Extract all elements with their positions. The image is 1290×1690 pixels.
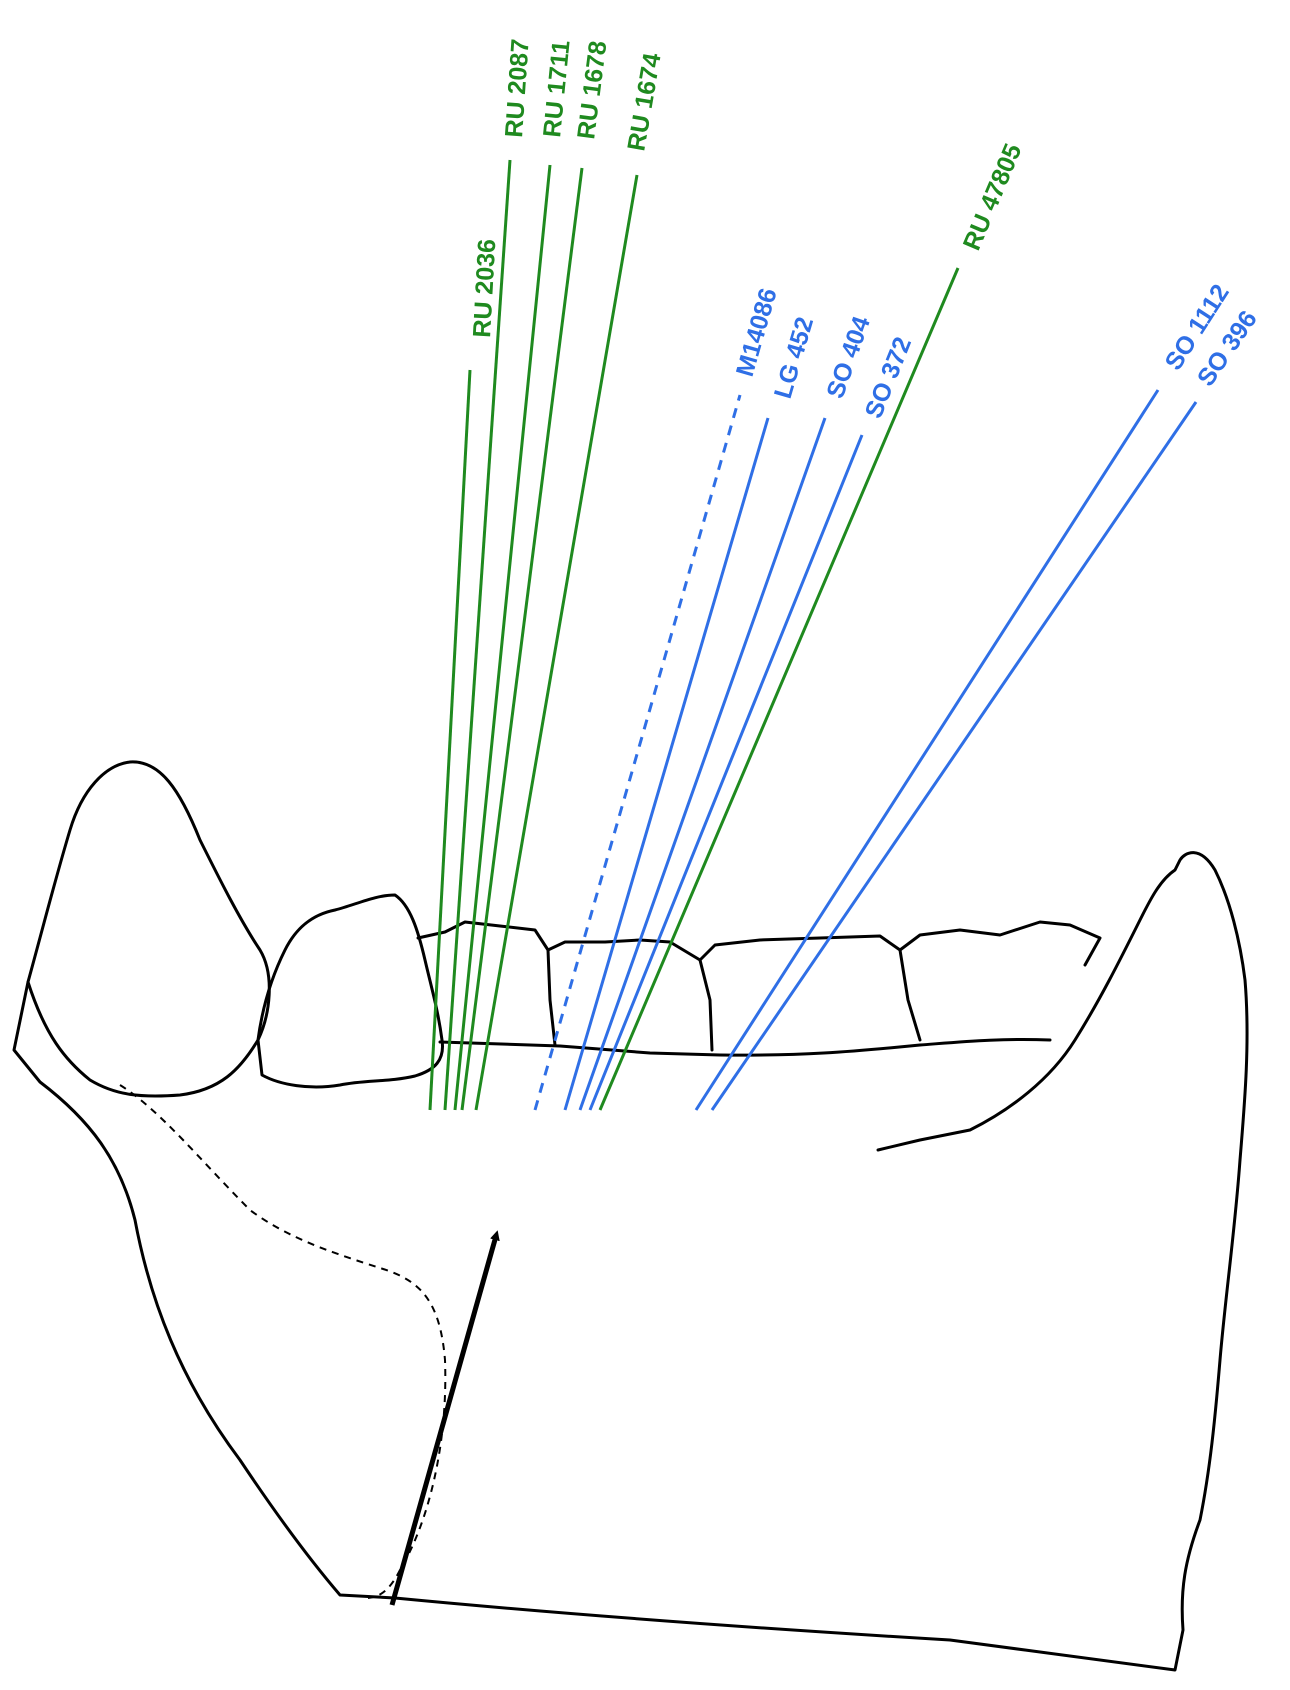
specimen-label-ru-47805: RU 47805 bbox=[958, 140, 1028, 255]
specimen-label-so-404: SO 404 bbox=[821, 313, 876, 402]
specimen-line-so-404 bbox=[580, 418, 825, 1110]
mandible-outline bbox=[14, 853, 1247, 1670]
specimen-label-ru-1674: RU 1674 bbox=[622, 51, 666, 153]
specimen-label-ru-1711: RU 1711 bbox=[538, 39, 576, 139]
specimen-label-lg-452: LG 452 bbox=[769, 314, 819, 402]
tooth-crown-4 bbox=[548, 940, 712, 1050]
specimen-line-so-1112 bbox=[696, 390, 1158, 1110]
specimen-line-ru-2036 bbox=[430, 370, 470, 1110]
direction-arrow bbox=[392, 1236, 496, 1605]
specimen-label-so-372: SO 372 bbox=[860, 333, 918, 422]
tooth-crown-1 bbox=[28, 762, 269, 1096]
specimen-line-so-396 bbox=[712, 402, 1196, 1110]
tooth-crown-2 bbox=[258, 895, 443, 1087]
specimen-label-m14086: M14086 bbox=[731, 285, 783, 380]
alveolar-margin bbox=[440, 1039, 1050, 1055]
specimen-line-lg-452 bbox=[565, 418, 768, 1110]
tooth-crown-5 bbox=[700, 936, 920, 1040]
specimen-label-ru-1678: RU 1678 bbox=[572, 39, 612, 141]
tooth-crown-6 bbox=[900, 922, 1100, 965]
specimen-label-ru-2087: RU 2087 bbox=[500, 38, 535, 138]
specimen-label-ru-2036: RU 2036 bbox=[468, 238, 501, 338]
